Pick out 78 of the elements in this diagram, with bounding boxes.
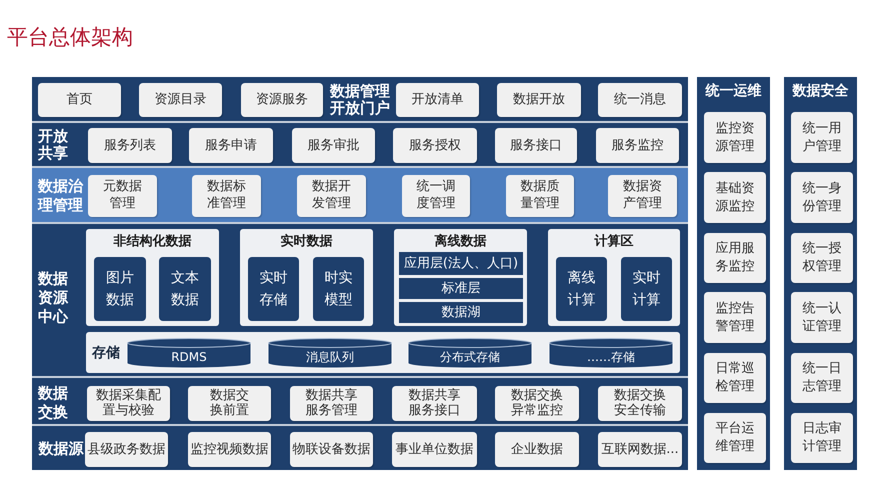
diagram-title: 平台总体架构: [7, 25, 133, 49]
layer-bar: 标准层: [399, 278, 523, 299]
side-column: [784, 77, 857, 470]
band-heading: 开放共享: [37, 128, 69, 162]
module-box: 数据共享服务管理: [290, 386, 373, 421]
module-box: 数据质量管理: [506, 175, 574, 217]
panel-title: 非结构化数据: [114, 233, 192, 250]
module-box: 服务监控: [596, 128, 679, 163]
module-box: 数据共享服务接口: [392, 386, 477, 421]
panel-title: 计算区: [594, 233, 634, 250]
module-box: 统一消息: [598, 83, 682, 117]
module-box: 应用服务监控: [704, 233, 766, 283]
module-box: 元数据管理: [88, 175, 157, 217]
band-heading: 数据交换: [37, 384, 69, 422]
module-box: 事业单位数据: [392, 432, 477, 467]
module-box: 资源服务: [241, 83, 323, 117]
module-box: 服务授权: [393, 128, 477, 163]
module-box: 监控告警管理: [704, 292, 766, 343]
panel-title: 离线数据: [434, 233, 486, 250]
band-heading: 数据管理开放门户: [329, 83, 391, 117]
module-box: 监控视频数据: [188, 432, 271, 467]
module-box: 服务审批: [292, 128, 375, 163]
module-box: 互联网数据...: [598, 432, 682, 467]
module-box: 首页: [38, 83, 121, 117]
module-box: 服务列表: [88, 128, 172, 163]
zone-panel: [548, 229, 680, 326]
data-box: 实时计算: [621, 257, 672, 321]
zone-panel: [394, 229, 527, 326]
layer-band: [32, 168, 688, 222]
column-title: 数据安全: [792, 82, 848, 100]
storage-panel: [86, 332, 680, 373]
module-box: 县级政务数据: [85, 432, 168, 467]
module-box: 数据开放: [497, 83, 581, 117]
module-box: 服务申请: [189, 128, 273, 163]
module-box: 统一认证管理: [791, 292, 853, 343]
module-box: 基础资源监控: [704, 172, 766, 223]
data-box: 文本数据: [159, 257, 211, 321]
layer-bar: 数据湖: [399, 302, 523, 323]
layer-band: [32, 123, 688, 166]
layer-bar: 应用层(法人、人口): [399, 252, 523, 275]
module-box: 数据交换异常监控: [495, 386, 579, 421]
module-box: 数据资产管理: [608, 175, 677, 217]
layer-band: [32, 378, 688, 424]
module-box: 统一授权管理: [791, 233, 853, 283]
module-box: 统一日志管理: [791, 353, 853, 403]
module-box: 物联设备数据: [290, 432, 373, 467]
module-box: 日常巡检管理: [704, 353, 766, 403]
layer-band: [32, 224, 688, 376]
module-box: 数据交换前置: [188, 386, 271, 421]
data-box: 实时存储: [248, 257, 299, 321]
module-box: 统一身份管理: [791, 172, 853, 223]
module-box: 数据交换安全传输: [598, 386, 682, 421]
module-box: 开放清单: [396, 83, 479, 117]
layer-band: [32, 426, 688, 470]
module-box: 服务接口: [495, 128, 577, 163]
module-box: 监控资源管理: [704, 112, 766, 163]
data-box: 离线计算: [556, 257, 607, 321]
column-title: 统一运维: [706, 82, 762, 100]
module-box: 统一用户管理: [791, 112, 853, 163]
side-column: [697, 77, 770, 470]
module-box: 数据采集配置与校验: [87, 386, 170, 421]
panel-title: 实时数据: [280, 233, 332, 250]
zone-panel: [86, 229, 219, 326]
zone-panel: [240, 229, 373, 326]
layer-band: [32, 77, 688, 121]
band-heading: 数据治理管理: [37, 177, 84, 215]
band-heading: 数据资源中心: [37, 270, 69, 326]
module-box: 数据开发管理: [297, 175, 366, 217]
module-box: 日志审计管理: [791, 413, 853, 463]
module-box: 平台运维管理: [704, 413, 766, 463]
panel-title: 存储: [92, 344, 120, 362]
module-box: 企业数据: [495, 432, 579, 467]
module-box: 资源目录: [139, 83, 222, 117]
data-box: 时实模型: [313, 257, 364, 321]
module-box: 统一调度管理: [402, 175, 470, 217]
module-box: 数据标准管理: [192, 175, 261, 217]
band-heading: 数据源: [37, 440, 85, 458]
data-box: 图片数据: [94, 257, 146, 321]
